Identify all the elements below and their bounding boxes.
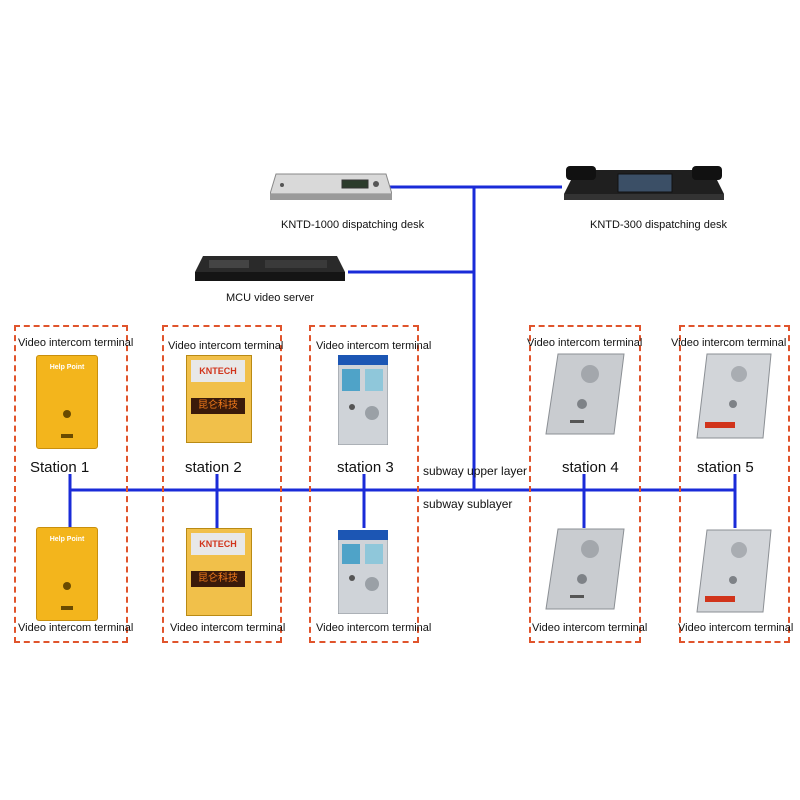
station-2-box (162, 325, 282, 643)
station-4-box (529, 325, 641, 643)
station-1-box (14, 325, 128, 643)
station-4-bottom-terminal (544, 527, 626, 611)
kntech-brand: KNTECH (191, 360, 245, 382)
station-4-top-terminal-label: Video intercom terminal (527, 337, 643, 349)
station-1-bottom-terminal-label: Video intercom terminal (18, 622, 134, 634)
station-5-box (679, 325, 790, 643)
station-2-bottom-terminal-label: Video intercom terminal (170, 622, 286, 634)
kntd-1000-device (269, 168, 393, 202)
station-3-top-terminal (337, 354, 389, 446)
station-5-name: station 5 (697, 459, 754, 476)
station-5-bottom-terminal (695, 528, 773, 614)
kntd-300-label: KNTD-300 dispatching desk (590, 219, 727, 231)
kntd-300-device (562, 160, 726, 206)
station-1-top-terminal-label: Video intercom terminal (18, 337, 134, 349)
station-3-box (309, 325, 419, 643)
sublayer-label: subway sublayer (423, 497, 513, 511)
upper-layer-label: subway upper layer (423, 464, 528, 478)
station-2-name: station 2 (185, 459, 242, 476)
led-sign: 昆仑科技 (191, 571, 245, 587)
station-5-top-terminal-label: Video intercom terminal (671, 337, 787, 349)
station-3-name: station 3 (337, 459, 394, 476)
station-3-bottom-terminal (337, 529, 389, 615)
kntech-brand: KNTECH (191, 533, 245, 555)
station-4-top-terminal (544, 352, 626, 436)
station-1-name: Station 1 (30, 459, 90, 476)
station-1-bottom-terminal: Help Point (36, 527, 98, 621)
station-4-name: station 4 (562, 459, 619, 476)
led-sign: 昆仑科技 (191, 398, 245, 414)
station-2-top-terminal: KNTECH 昆仑科技 (186, 355, 252, 443)
mcu-server-device (195, 252, 345, 284)
mcu-label: MCU video server (226, 292, 315, 304)
help-point-text: Help Point (49, 364, 85, 371)
station-3-top-terminal-label: Video intercom terminal (316, 340, 432, 352)
station-3-bottom-terminal-label: Video intercom terminal (316, 622, 432, 634)
station-2-bottom-terminal: KNTECH 昆仑科技 (186, 528, 252, 616)
station-5-top-terminal (695, 352, 773, 440)
station-2-top-terminal-label: Video intercom terminal (168, 340, 284, 352)
station-5-bottom-terminal-label: Video intercom terminal (678, 622, 794, 634)
help-point-text: Help Point (49, 536, 85, 543)
kntd-1000-label: KNTD-1000 dispatching desk (281, 219, 425, 231)
station-4-bottom-terminal-label: Video intercom terminal (532, 622, 648, 634)
station-1-top-terminal: Help Point (36, 355, 98, 449)
